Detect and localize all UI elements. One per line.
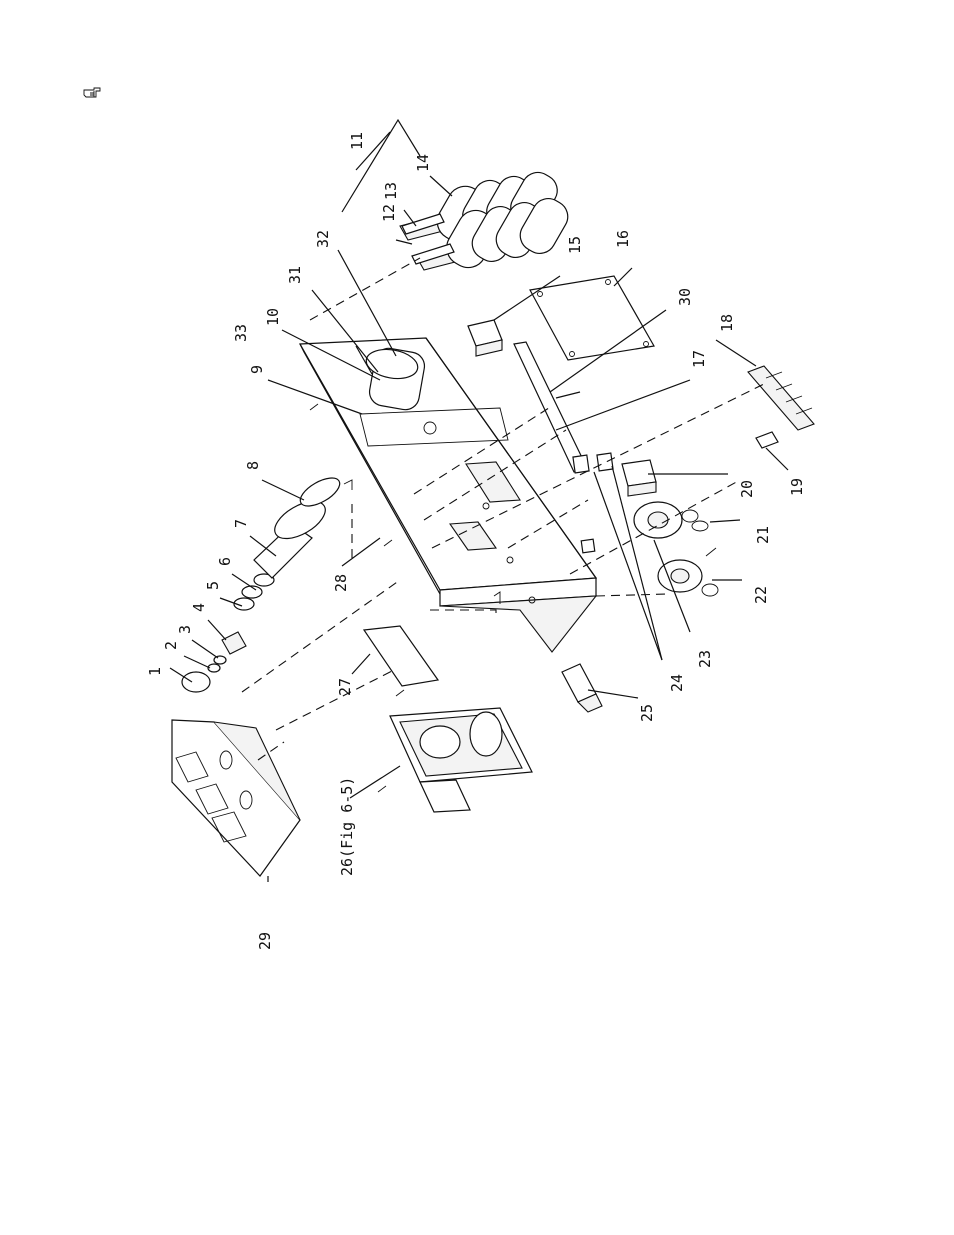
callout-27: 27 <box>336 678 354 696</box>
callout-22: 22 <box>752 586 770 604</box>
callout-1: 1 <box>146 667 164 676</box>
part-25-plug <box>561 663 603 713</box>
callout-8: 8 <box>244 461 262 470</box>
callout-18: 18 <box>718 314 736 332</box>
callout-13: 13 <box>382 182 400 200</box>
part-30-bar <box>513 341 589 473</box>
callout-24: 24 <box>668 674 686 692</box>
part-23-connector <box>633 501 699 539</box>
callout-7: 7 <box>232 519 250 528</box>
part-15-relay <box>467 319 503 357</box>
callout-26: 26(Fig 6-5) <box>338 777 356 876</box>
callout-9: 9 <box>248 365 266 374</box>
part-26-gearbox <box>389 707 533 813</box>
part-24-switches <box>572 452 614 554</box>
callout-14: 14 <box>414 154 432 172</box>
callout-30: 30 <box>676 288 694 306</box>
callout-19: 19 <box>788 478 806 496</box>
callout-15: 15 <box>566 236 584 254</box>
part-12-13-bars <box>401 213 455 265</box>
callout-2: 2 <box>162 641 180 650</box>
callout-12: 12 <box>380 204 398 222</box>
part-18-terminal-block <box>747 365 815 431</box>
callout-32: 32 <box>314 230 332 248</box>
pointing-hand-icon <box>83 87 101 98</box>
callout-6: 6 <box>216 557 234 566</box>
leader-lines <box>169 175 789 882</box>
part-22-connector <box>657 547 719 597</box>
callout-4: 4 <box>190 603 208 612</box>
chassis-plate <box>298 337 598 653</box>
screws <box>309 403 501 793</box>
part-27-plate <box>362 625 440 687</box>
part-11-bracket <box>341 118 421 213</box>
callouts: 1 2 3 4 5 6 7 8 9 10 11 12 13 14 15 16 1… <box>146 132 806 950</box>
part-19-clip <box>755 431 779 449</box>
guide-lines <box>241 257 769 761</box>
callout-11: 11 <box>348 132 366 150</box>
part-32-motor <box>365 347 426 411</box>
part-20-relay <box>621 459 657 497</box>
callout-29: 29 <box>256 932 274 950</box>
callout-10: 10 <box>264 308 282 326</box>
callout-23: 23 <box>696 650 714 668</box>
part-14-capacitor-bank <box>399 171 569 271</box>
part-29-cover <box>171 719 301 877</box>
callout-31: 31 <box>286 266 304 284</box>
callout-21: 21 <box>754 526 772 544</box>
parts-1-8-shaft-stack <box>181 477 341 693</box>
callout-16: 16 <box>614 230 632 248</box>
callout-20: 20 <box>738 480 756 498</box>
callout-5: 5 <box>204 581 222 590</box>
callout-3: 3 <box>176 625 194 634</box>
part-16-pcb <box>529 275 655 361</box>
callout-17: 17 <box>690 350 708 368</box>
callout-25: 25 <box>638 704 656 722</box>
callout-28: 28 <box>332 574 350 592</box>
capacitor-row-bottom <box>446 198 569 269</box>
part-21-ring <box>691 520 709 532</box>
callout-33: 33 <box>232 324 250 342</box>
